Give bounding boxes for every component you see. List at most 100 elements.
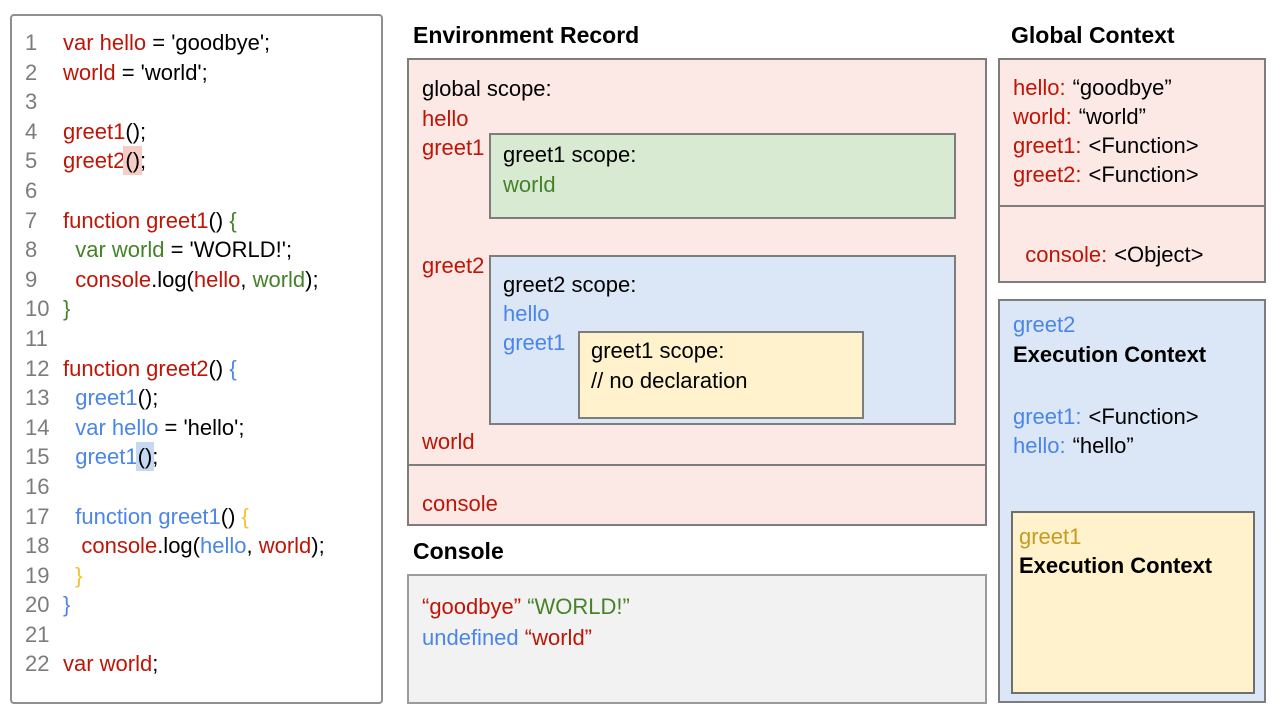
code-token: var hello: [75, 414, 159, 440]
code-line: 20}: [12, 590, 381, 620]
nested-greet1-scope-box: [578, 331, 864, 419]
code-token: {: [241, 503, 249, 529]
code-token: greet1: [75, 444, 138, 470]
greet1-context-name: greet1: [1019, 524, 1082, 549]
code-token: function greet1: [63, 207, 209, 233]
code-token: world: [258, 533, 312, 559]
code-token: function greet2: [63, 355, 209, 381]
console-output-lines: “goodbye” “WORLD!”undefined “world”: [422, 591, 630, 653]
line-number: 2: [25, 59, 38, 85]
context-entry-name: hello:: [1013, 75, 1066, 100]
context-entry-name: hello:: [1013, 433, 1066, 458]
line-number: 21: [25, 621, 50, 647]
greet1-scope-label: greet1 scope:: [503, 142, 637, 167]
env-global-scope-label: global scope:: [422, 76, 552, 101]
greet2-scope-var-greet1: greet1: [503, 330, 566, 355]
code-token: .log(: [157, 533, 200, 559]
line-number: 18: [25, 533, 50, 559]
code-token: [63, 444, 75, 469]
context-entry-value: <Function>: [1088, 162, 1199, 187]
code-line: 10}: [12, 294, 381, 324]
context-entry-value: “goodbye”: [1072, 75, 1172, 100]
code-token: console: [75, 266, 152, 292]
env-var-console: console: [422, 491, 498, 516]
context-entry-value: “world”: [1078, 104, 1146, 129]
code-token: “world”: [524, 625, 593, 650]
code-line: 3: [12, 87, 381, 117]
greet2-scope-var-hello: hello: [503, 301, 550, 326]
line-number: 15: [25, 444, 50, 470]
context-entry-value: <Object>: [1114, 242, 1204, 267]
nested-greet1-scope-comment: // no declaration: [591, 368, 748, 393]
line-number: 17: [25, 503, 50, 529]
code-token: greet1: [63, 118, 126, 144]
code-token: {: [229, 207, 237, 233]
code-line: 2 world = 'world';: [12, 58, 381, 88]
code-token: var hello: [63, 30, 147, 55]
code-line: 16: [12, 472, 381, 502]
line-number: 22: [25, 651, 50, 677]
line-number: 10: [25, 296, 50, 322]
code-token: “goodbye”: [422, 594, 522, 619]
line-number: 14: [25, 414, 50, 440]
global-context-entries: hello:“goodbye”world:“world”greet1:<Func…: [1013, 73, 1199, 189]
code-token: var world: [63, 651, 153, 677]
code-token: (): [137, 444, 153, 470]
code-token: ;: [140, 148, 147, 174]
line-number: 3: [25, 89, 38, 115]
code-token: );: [305, 266, 319, 292]
environment-record-title: Environment Record: [413, 22, 640, 48]
nested-greet1-scope-label: greet1 scope:: [591, 338, 725, 363]
context-entry: world:“world”: [1013, 102, 1199, 131]
greet1-scope-var-world: world: [503, 172, 556, 197]
greet1-execution-context-box: [1011, 511, 1255, 694]
code-token: greet1: [75, 385, 138, 411]
code-token: [63, 504, 75, 529]
line-number: 1: [25, 30, 38, 55]
context-entry-value: “hello”: [1072, 433, 1134, 458]
global-context-console-entry: console:<Object>: [1013, 219, 1203, 267]
code-line: 11: [12, 324, 381, 354]
code-token: [63, 533, 81, 558]
context-entry-name: greet1:: [1013, 133, 1082, 158]
code-token: = 'WORLD!';: [164, 237, 293, 263]
code-token: [63, 267, 75, 292]
code-token: console: [81, 533, 158, 559]
env-var-hello: hello: [422, 106, 469, 131]
code-token: (): [220, 503, 242, 529]
context-entry-name: world:: [1013, 104, 1072, 129]
code-token: ,: [240, 266, 253, 292]
code-token: (): [208, 355, 230, 381]
code-line: 21: [12, 620, 381, 650]
context-entry: greet2:<Function>: [1013, 160, 1199, 189]
global-context-box: [998, 58, 1266, 207]
line-number: 6: [25, 177, 38, 203]
code-token: world: [63, 59, 116, 85]
line-number: 19: [25, 562, 50, 588]
env-console-row: [407, 464, 987, 526]
code-token: hello: [199, 533, 247, 559]
console-title: Console: [413, 538, 504, 564]
code-token: ();: [137, 385, 159, 411]
code-token: [63, 237, 75, 262]
code-token: [63, 415, 75, 440]
code-token: );: [311, 533, 325, 559]
code-token: = 'world';: [115, 59, 208, 85]
code-line: 6: [12, 176, 381, 206]
code-line: 9 console.log(hello, world);: [12, 265, 381, 295]
code-token: }: [63, 592, 71, 618]
line-number: 8: [25, 237, 38, 263]
code-line: 15 greet1();: [12, 442, 381, 472]
code-token: }: [75, 562, 83, 588]
greet2-context-name: greet2: [1013, 312, 1076, 337]
code-token: (): [125, 148, 141, 174]
context-entry-name: greet2:: [1013, 162, 1082, 187]
code-token: }: [63, 296, 71, 322]
global-context-title: Global Context: [1011, 22, 1175, 48]
env-var-greet2: greet2: [422, 253, 485, 278]
